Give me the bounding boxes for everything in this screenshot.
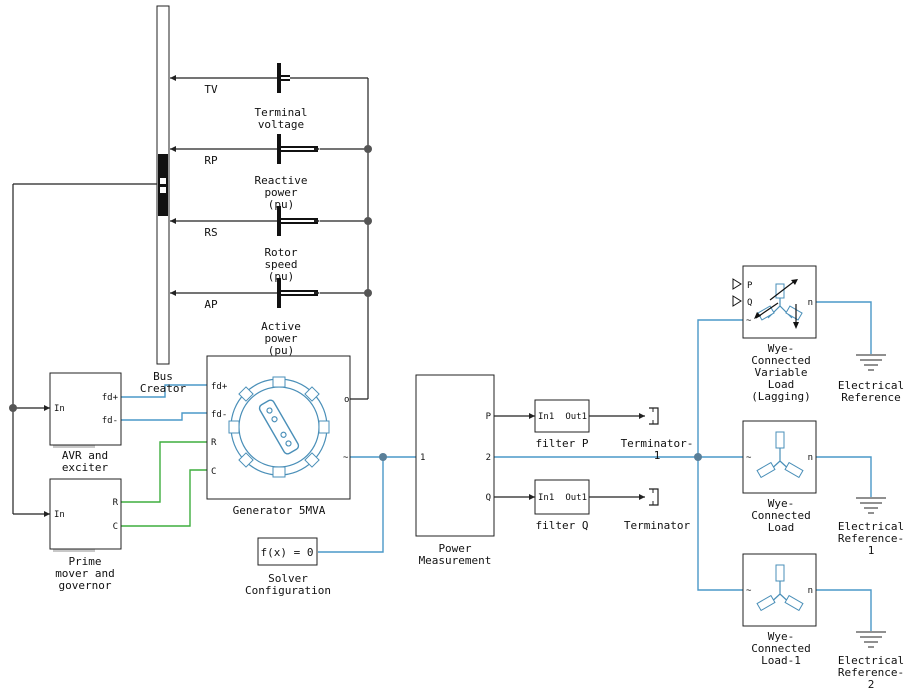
terminator-block[interactable] [649,488,659,506]
generator-label: Generator 5MVA [233,504,326,517]
filter-q-out1: Out1 [565,493,587,503]
selector-reactive-power[interactable] [277,134,318,164]
avr-fdminus-port: fd- [102,416,118,426]
electrical-reference-1-block[interactable] [856,497,886,514]
electrical-reference-2-block[interactable] [856,631,886,648]
wye-var-n-port: n [808,298,813,308]
pm-port-p: P [486,412,492,422]
ground-icon [856,497,886,514]
wye-load-1-n-port: n [808,586,813,596]
gen-fdminus-port: fd- [211,410,227,420]
gen-c-port: C [211,467,216,477]
wye-load-1-block[interactable]: ~ n [742,553,817,627]
wye-load-1-icon [756,564,804,612]
ground-icon [856,631,886,648]
selector-rotor-speed[interactable] [277,206,318,236]
filter-p-block[interactable]: In1 Out1 [534,399,590,433]
avr-in-port: In [54,404,65,414]
goto-rp-label: RP [204,154,218,167]
avr-block[interactable]: In fd+ fd- [49,372,122,448]
selector-terminal-voltage[interactable] [277,63,290,93]
prime-r-port: R [113,498,119,508]
synchronous-machine-icon [228,376,330,478]
goto-rs-label: RS [204,226,217,239]
power-measurement-block[interactable]: 1 P 2 Q [415,374,495,537]
prime-in-port: In [54,510,65,520]
terminator-1-block[interactable] [649,407,659,425]
electrical-reference-block[interactable] [856,354,886,371]
gen-o-port: o [344,395,349,405]
pm-port-1: 1 [420,453,425,463]
goto-tv-label: TV [204,83,218,96]
prime-c-port: C [113,522,118,532]
bus-creator[interactable] [156,5,170,365]
filter-q-block[interactable]: In1 Out1 [534,479,590,515]
wye-var-tilde-port: ~ [746,316,752,326]
filter-p-out1: Out1 [565,412,587,422]
electrical-wires [93,301,872,631]
solver-expression: f(x) = 0 [261,546,314,559]
gen-fdplus-port: fd+ [211,382,228,392]
pm-port-2: 2 [486,453,491,463]
variable-load-icon [754,279,803,329]
pm-port-q: Q [486,493,491,503]
terminator-1-label: Terminator-1 [621,437,694,462]
terminator-label: Terminator [624,519,691,532]
avr-fdplus-port: fd+ [102,393,119,403]
prime-mover-block[interactable]: In R C [49,478,122,552]
filter-p-label: filter P [536,437,589,450]
signal-wires [9,75,645,517]
wye-load-tilde-port: ~ [746,453,752,463]
filter-q-in1: In1 [538,493,554,503]
wye-load-block[interactable]: ~ n [742,420,817,494]
mechanical-wires [119,441,208,527]
filter-q-label: filter Q [536,519,589,532]
wye-load-n-port: n [808,453,813,463]
solver-block[interactable]: f(x) = 0 [257,537,318,566]
generator-block[interactable]: fd+ fd- R C o ~ [206,355,351,500]
goto-ap-label: AP [204,298,218,311]
wye-var-p-port: P [747,281,753,291]
ground-icon [856,354,886,371]
gen-r-port: R [211,438,217,448]
wye-load-icon [756,431,804,479]
wye-load-1-tilde-port: ~ [746,586,752,596]
selector-active-power[interactable] [277,278,318,308]
wye-variable-load-block[interactable]: P Q ~ n [732,265,817,339]
gen-tilde-port: ~ [343,453,349,463]
filter-p-in1: In1 [538,412,554,422]
wye-var-q-port: Q [747,298,752,308]
